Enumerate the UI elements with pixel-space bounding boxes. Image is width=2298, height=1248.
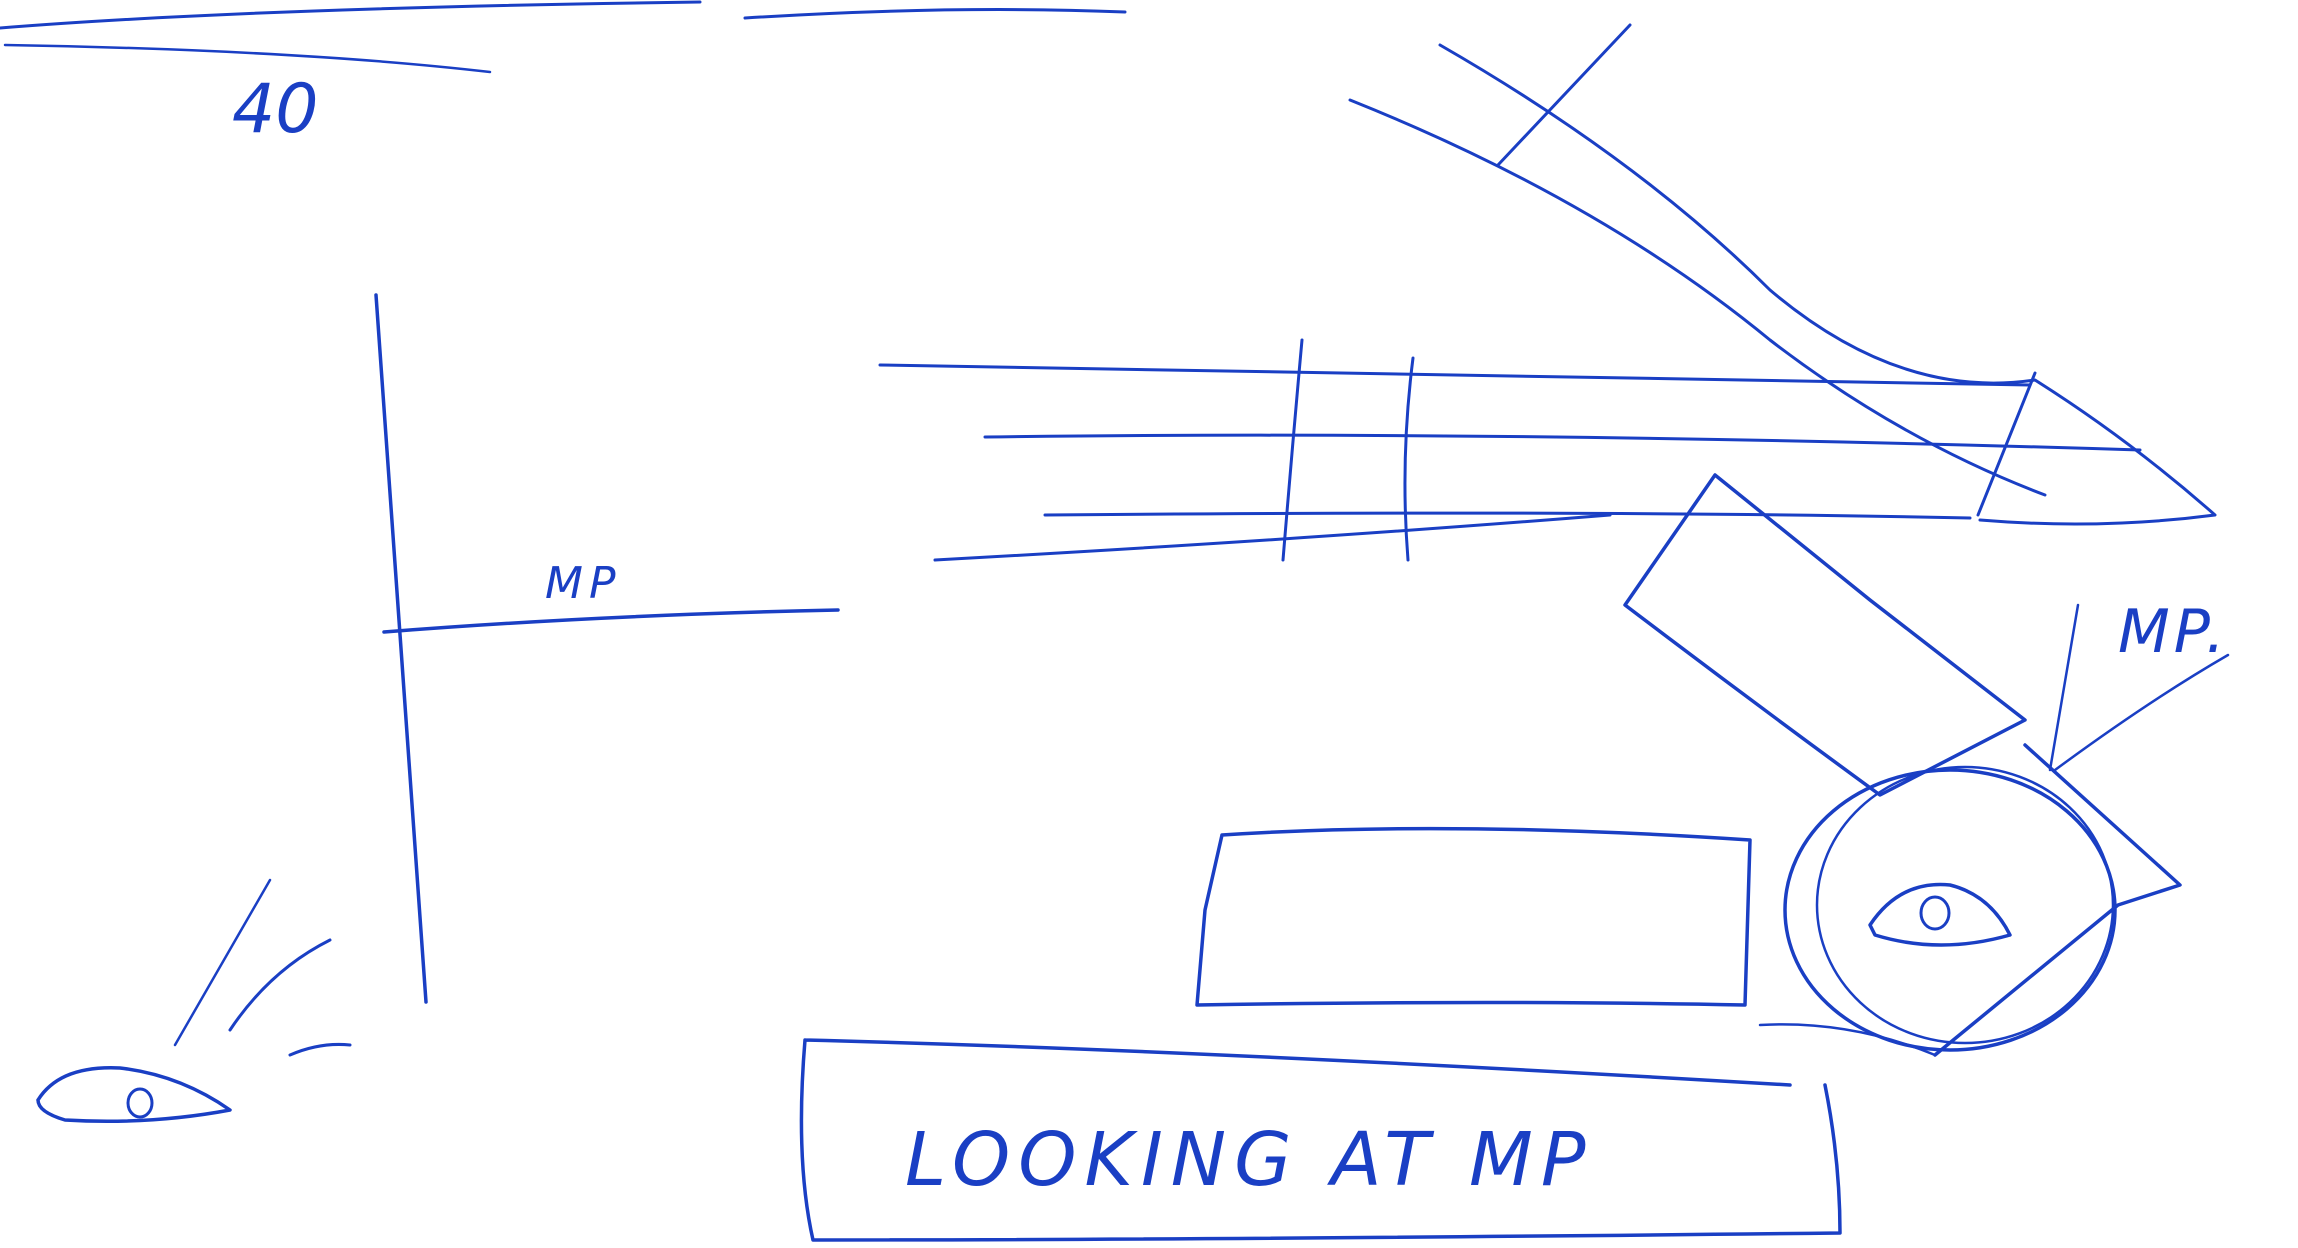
label-top-number: 40 <box>232 70 319 149</box>
eye-right-icon <box>1760 745 2180 1055</box>
left-vertical-axis <box>376 295 838 1002</box>
tilted-box <box>1625 475 2025 795</box>
label-mp-left: MP <box>545 558 622 609</box>
label-mp-right: MP. <box>2118 597 2229 667</box>
parallel-sight-lines <box>880 340 2140 560</box>
sketch-rectangle <box>1197 829 1750 1005</box>
eye-left-icon <box>38 880 350 1121</box>
top-horizon-lines <box>0 2 1125 72</box>
caption-text: LOOKING AT MP <box>905 1117 1593 1203</box>
